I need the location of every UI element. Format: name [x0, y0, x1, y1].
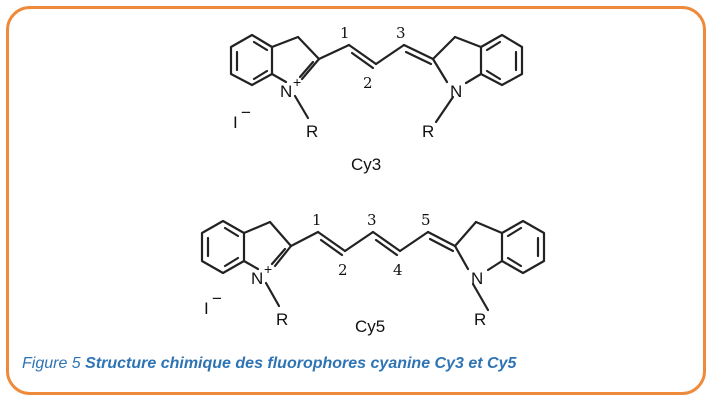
cy5-name: Cy5: [355, 317, 385, 336]
cy5-chain-double: [428, 237, 455, 253]
cy3-chain-double: [404, 50, 433, 66]
cy5-r-left: R: [276, 310, 288, 329]
cy3-n-plus-charge: +: [293, 74, 301, 90]
cy3-n-r-bond: [434, 95, 455, 124]
cy5-left-ring-bond: [273, 244, 293, 268]
cy3-chain-bond: [317, 43, 351, 61]
cy3-chain-double: [350, 51, 375, 70]
cy5-right-benzene-double: [506, 256, 523, 268]
cy3-chain-number: 2: [363, 74, 373, 92]
cy5-n-r-bond: [471, 282, 490, 312]
cy3-right-ring-bond: [431, 57, 449, 84]
cy5-left-ring-bond: [242, 220, 272, 235]
cy5-chain-bond: [343, 230, 375, 253]
cy3-n-plus-label: N: [280, 82, 292, 101]
cy3-counterion: I: [233, 113, 238, 132]
cy3-left-benzene-double: [252, 40, 269, 52]
cy5-right-benzene-double: [506, 226, 523, 238]
cy3-left-ring-bond: [270, 35, 300, 49]
cy5-n-r-bond: [264, 281, 281, 308]
cy3-name: Cy3: [351, 155, 381, 174]
cy5-counterion-charge: −: [212, 289, 222, 308]
cy5-chain-bond: [316, 230, 347, 253]
cy3-left-ring-bond: [270, 72, 288, 84]
cy3-chain-number: 3: [396, 24, 406, 42]
cy5-chain-bond: [371, 230, 402, 253]
cy3-counterion-charge: −: [241, 103, 251, 122]
cy3-chain-number: 1: [340, 24, 350, 42]
cy5-chain-number: 2: [338, 261, 348, 279]
cy5-left-benzene-double: [223, 256, 240, 268]
cy5-r-right: R: [474, 310, 486, 329]
cy3-right-benzene-double: [485, 69, 502, 81]
cy3-chain-bond: [374, 43, 406, 66]
cy3-left-ring-bond: [296, 35, 321, 61]
cy5-right-ring-bond: [486, 259, 504, 272]
cy5-right-benzene: [500, 219, 546, 275]
caption-prefix: Figure 5: [22, 355, 86, 372]
cy5-n-plus-label: N: [251, 269, 263, 288]
cy5-chain-double: [319, 238, 344, 257]
cy5-chain-double: [374, 238, 399, 257]
cy5-chain-number: 4: [393, 261, 403, 279]
cy3-r-right: R: [422, 122, 434, 141]
cy3-n-label: N: [450, 82, 462, 101]
cy3-structure: N + N I − R R 1 2 3 Cy3: [229, 24, 524, 174]
cy5-n-label: N: [471, 269, 483, 288]
cy3-right-ring-bond: [464, 72, 483, 85]
cy3-r-left: R: [306, 122, 318, 141]
cy5-left-benzene-double: [223, 226, 240, 238]
cy5-right-ring-bond: [453, 220, 478, 248]
cy5-chain-bond: [426, 230, 457, 248]
cy5-chain-number: 3: [367, 211, 377, 229]
cy5-chain-number: 5: [421, 211, 431, 229]
cy3-c-n-double: [298, 60, 315, 79]
cy5-c-n-double: [270, 247, 287, 266]
cy5-right-ring-bond: [453, 244, 470, 271]
cy3-right-ring-bond: [453, 35, 483, 49]
cy3-right-ring-bond: [431, 35, 457, 61]
cy3-chain-bond: [347, 43, 378, 66]
cy5-chain-number: 1: [312, 211, 322, 229]
cy3-left-benzene-double: [252, 69, 269, 81]
cy5-left-ring-bond: [268, 220, 293, 248]
cy3-left-ring-bond: [300, 57, 321, 81]
cy3-n-r-bond: [293, 94, 310, 120]
figure-frame: [6, 6, 706, 395]
figure-caption: Figure 5 Structure chimique des fluoroph…: [22, 355, 702, 373]
cy5-left-ring-bond: [242, 259, 260, 271]
cy3-right-benzene: [479, 33, 524, 87]
cy3-right-benzene-double: [485, 40, 502, 52]
cy5-counterion: I: [204, 299, 209, 318]
cy5-n-plus-charge: +: [264, 261, 272, 277]
cy3-chain-bond: [402, 43, 435, 61]
cy5-structure: N + N I − R R 1 2 3 4 5 Cy5: [200, 211, 546, 336]
cy5-chain-bond: [398, 230, 430, 253]
cy5-right-ring-bond: [474, 220, 504, 235]
cy5-chain-bond: [289, 230, 320, 248]
caption-title: Structure chimique des fluorophores cyan…: [85, 355, 517, 372]
